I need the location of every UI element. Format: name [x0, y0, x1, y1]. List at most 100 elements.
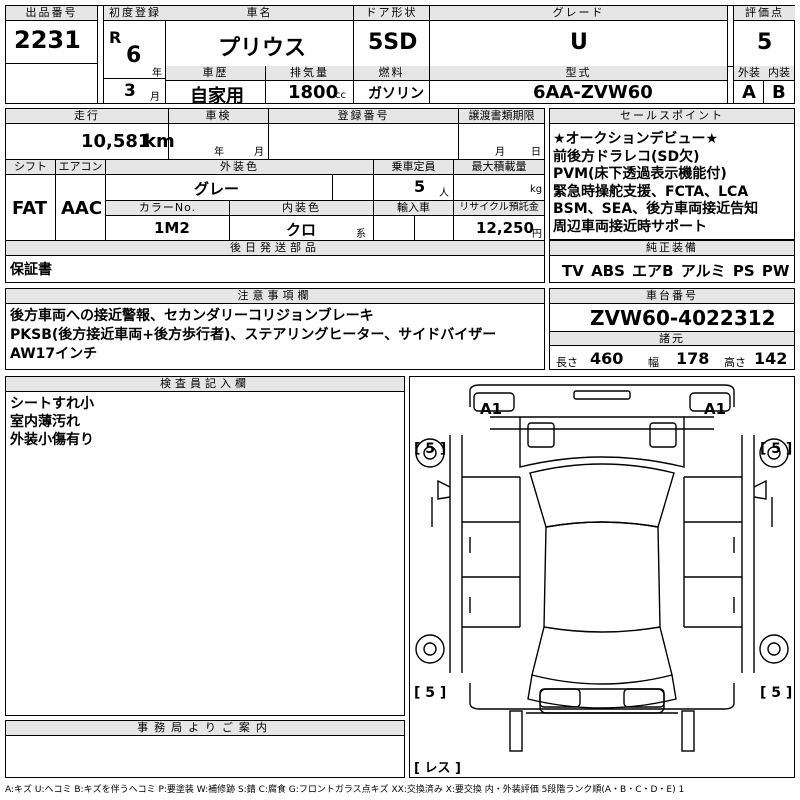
color-cell: 外装色 グレー [106, 160, 374, 200]
fuel-label: 燃料 [354, 66, 429, 81]
registration-year: 6 [126, 43, 142, 68]
registration-month: 3 [124, 81, 136, 101]
capacity-value: 5 [414, 177, 426, 196]
inspector-line: 外装小傷有り [10, 432, 94, 448]
int-color-unit: 系 [356, 229, 366, 240]
interior-cell: 内装 B [764, 66, 794, 103]
recycle-cell: リサイクル預託金 12,250 円 [454, 201, 544, 240]
mileage-cell: 走行 10,581 km [6, 109, 175, 159]
selling-points-list: ★オークションデビュー★ 前後方ドラレコ(SD欠) PVM(床下透過表示機能付)… [553, 131, 758, 236]
car-diagram [415, 384, 789, 752]
color-no-value: 1M2 [154, 219, 190, 237]
tire-front-left: [ 5 ] [414, 441, 447, 457]
later-parts-value: 保証書 [10, 262, 52, 278]
office-label: 事務局よりご案内 [6, 721, 404, 736]
length-value: 460 [590, 349, 624, 368]
fuel-cell: 燃料 ガソリン [354, 66, 430, 103]
spare-tire: [ レス ] [414, 761, 461, 776]
year-unit: 年 [152, 68, 162, 79]
color-value: グレー [194, 180, 240, 198]
capacity-cell: 乗車定員 5 人 [374, 160, 454, 200]
inspector-block: 検査員記入欄 シートすれ小 室内薄汚れ 外装小傷有り [5, 376, 405, 716]
selling-points-label: セールスポイント [550, 109, 794, 124]
color-no-label: カラーNo. [106, 201, 229, 216]
load-label: 最大積載量 [454, 160, 544, 175]
notes-line: AW17インチ [10, 346, 98, 362]
selling-point: 緊急時操舵支援、FCTA、LCA [553, 183, 749, 200]
transfer-label: 譲渡書類期限 [459, 109, 544, 124]
score-cell: 評価点 5 [733, 6, 795, 66]
recycle-label: リサイクル預託金 [454, 201, 544, 216]
damage-front-left: A1 [480, 400, 503, 418]
chassis-number: ZVW60-4022312 [590, 306, 776, 330]
lot-number: 2231 [14, 26, 81, 54]
ac-cell: エアコン AAC [56, 160, 106, 240]
door-value: 5SD [368, 30, 418, 55]
import-label: 輸入車 [374, 201, 453, 216]
vehicle-info-block: 走行 10,581 km 車検 年 月 登録番号 譲渡書類期限 月 日 シフト … [5, 108, 545, 283]
displacement-value: 1800 [288, 82, 339, 103]
displacement-unit: cc [335, 90, 346, 101]
model-value: 6AA-ZVW60 [533, 82, 653, 103]
selling-point: 前後方ドラレコ(SD欠) [553, 148, 700, 165]
header-block: 出品番号 2231 初度登録 R 6 年 3 月 車名 プリウス ドア形状 5S… [5, 5, 795, 107]
selling-point: 周辺車両接近時サポート [553, 218, 707, 235]
exterior-value: A [742, 82, 756, 103]
mileage-label: 走行 [6, 109, 168, 124]
transfer-cell: 譲渡書類期限 月 日 [459, 109, 544, 159]
plate-label: 登録番号 [269, 109, 458, 124]
recycle-value: 12,250 [476, 219, 534, 237]
mileage-value: 10,581 [81, 131, 151, 152]
selling-point: BSM、SEA、後方車両接近告知 [553, 201, 759, 217]
door-cell: ドア形状 5SD [354, 6, 430, 66]
legend: A:キズ U:ヘコミ B:キズを伴うヘコミ P:要塗装 W:補修跡 S:錆 C:… [5, 785, 685, 795]
plate-cell: 登録番号 [269, 109, 459, 159]
int-color-cell: 内装色 クロ 系 [230, 201, 374, 240]
selling-point: ★オークションデビュー★ [553, 131, 719, 147]
later-parts-label: 後日発送部品 [6, 241, 544, 256]
displacement-cell: 排気量 1800 cc [266, 66, 354, 103]
equipment-label: 純正装備 [550, 241, 794, 256]
door-label: ドア形状 [354, 6, 429, 21]
transfer-day-unit: 日 [531, 147, 541, 158]
inspection-label: 車検 [169, 109, 268, 124]
chassis-label: 車台番号 [550, 289, 794, 304]
selling-points-block: セールスポイント ★オークションデビュー★ 前後方ドラレコ(SD欠) PVM(床… [549, 108, 795, 240]
height-label: 高さ [724, 356, 746, 369]
mileage-unit: km [144, 131, 175, 152]
notes-line: 後方車両への接近警報、セカンダリーコリジョンブレーキ [10, 308, 374, 324]
inspector-line: シートすれ小 [10, 396, 94, 412]
shift-value: FAT [12, 198, 48, 219]
notes-block: 注意事項欄 後方車両への接近警報、セカンダリーコリジョンブレーキ PKSB(後方… [5, 288, 545, 370]
car-diagram-block: A1 A1 [ 5 ] [ 5 ] [ 5 ] [ 5 ] [ レス ] [409, 376, 795, 778]
inspector-line: 室内薄汚れ [10, 414, 80, 430]
transfer-month-unit: 月 [495, 147, 505, 158]
color-label: 外装色 [106, 160, 373, 175]
import-cell: 輸入車 [374, 201, 454, 240]
ac-value: AAC [61, 198, 103, 219]
exterior-label: 外装 [734, 66, 764, 81]
equipment-value: TV ABS エアB アルミ PS PW [562, 262, 790, 280]
color-no-cell: カラーNo. 1M2 [106, 201, 230, 240]
interior-value: B [772, 82, 786, 103]
registration-label: 初度登録 [104, 6, 166, 21]
car-name-cell: 車名 プリウス [166, 6, 354, 66]
fuel-value: ガソリン [368, 86, 424, 102]
history-value: 自家用 [190, 86, 244, 107]
shift-label: シフト [6, 160, 55, 175]
inspection-cell: 車検 年 月 [169, 109, 269, 159]
month-unit: 月 [150, 92, 160, 103]
lot-cell: 出品番号 2231 [6, 6, 98, 103]
model-label: 型式 [430, 66, 727, 81]
tire-rear-left: [ 5 ] [414, 685, 447, 701]
int-color-label: 内装色 [230, 201, 373, 216]
inspection-month-unit: 月 [254, 147, 264, 158]
load-unit: kg [530, 184, 543, 195]
width-value: 178 [676, 349, 710, 368]
notes-line: PKSB(後方接近車両+後方歩行者)、ステアリングヒーター、サイドバイザー [10, 327, 497, 343]
chassis-block: 車台番号 ZVW60-4022312 諸元 長さ 460 幅 178 高さ 14… [549, 288, 795, 370]
grade-value: U [570, 30, 588, 55]
history-label: 車歴 [166, 66, 265, 81]
capacity-label: 乗車定員 [374, 160, 453, 175]
office-block: 事務局よりご案内 [5, 720, 405, 778]
